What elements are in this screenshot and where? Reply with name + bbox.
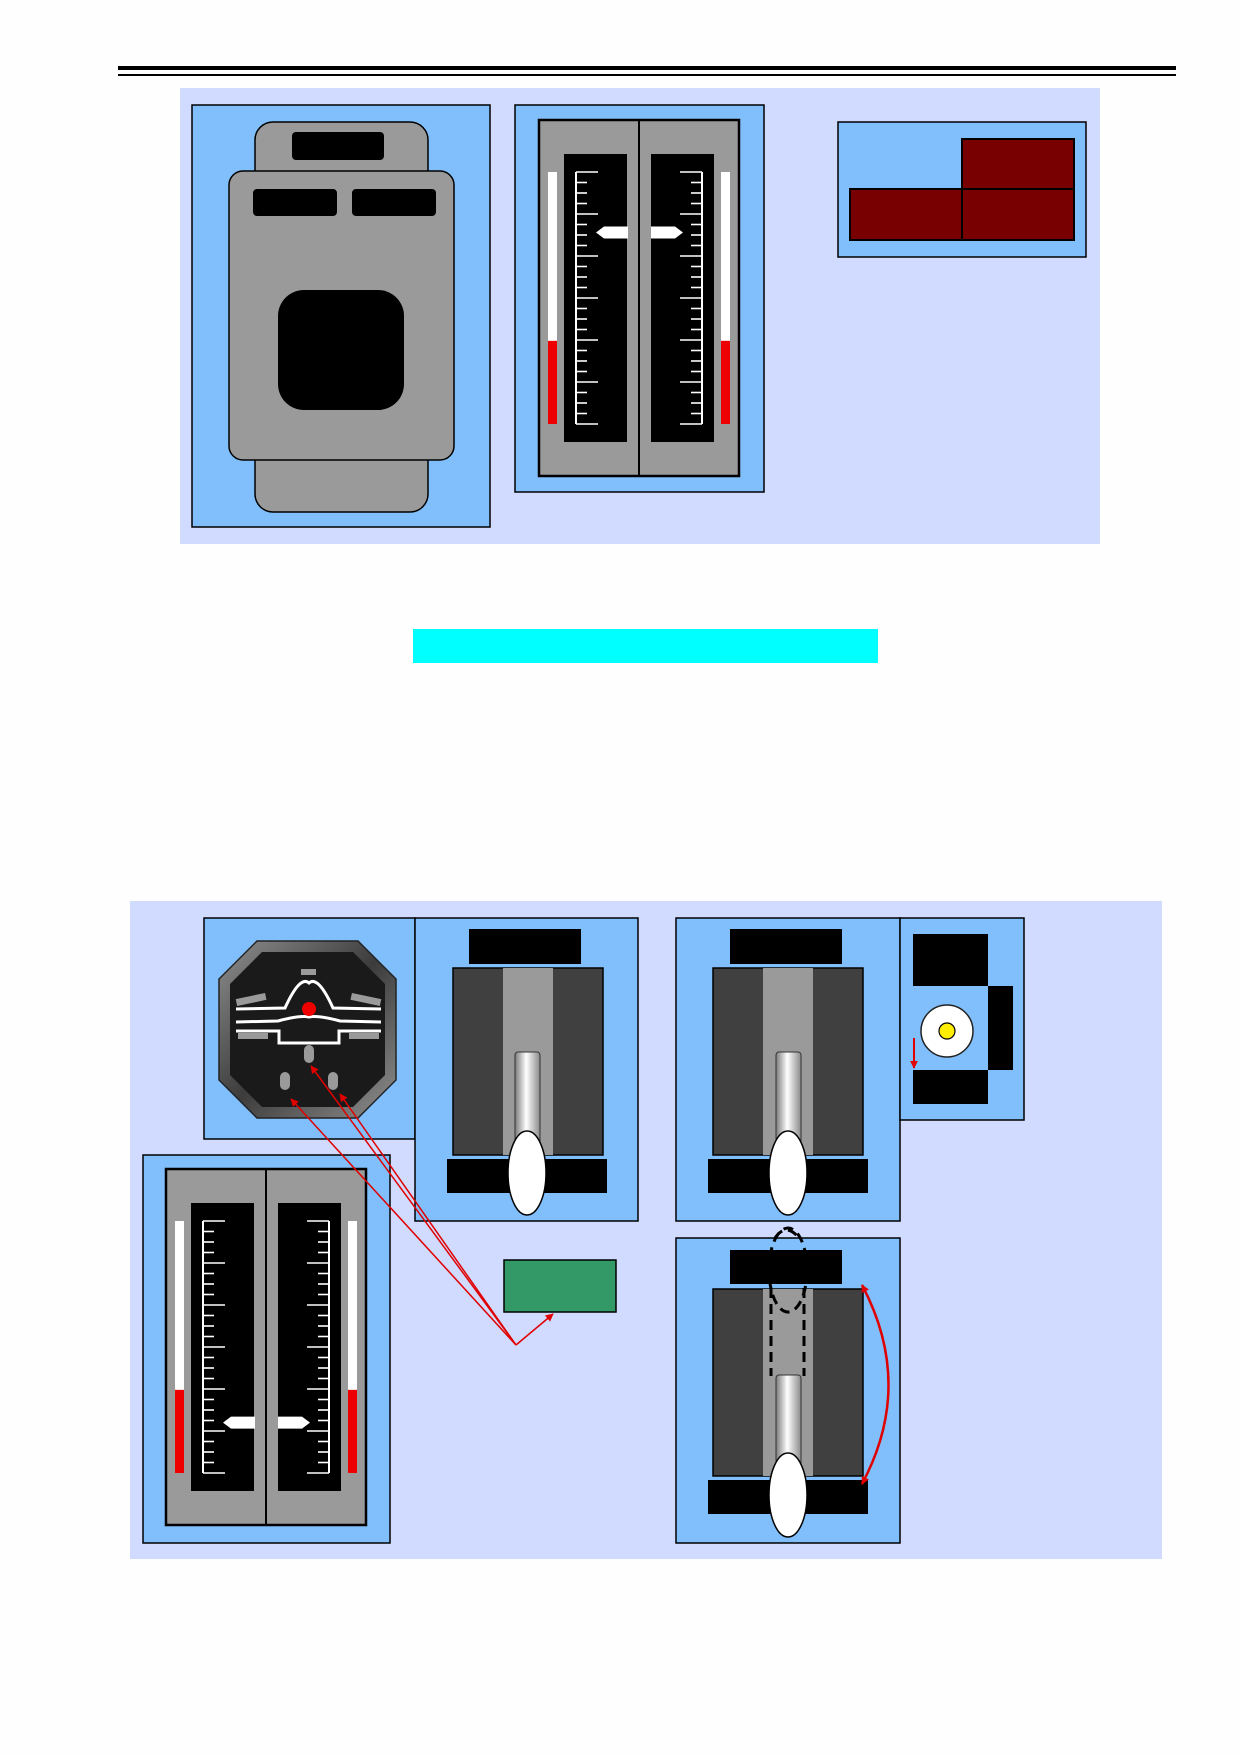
callout-box: [503, 1259, 617, 1313]
gauge-bar-right: [721, 172, 730, 424]
indicator-light-module: [899, 917, 1025, 1121]
dual-gauge-module-top: [514, 104, 765, 493]
switch-label-plate: [253, 189, 337, 216]
dual-gauge-top: [537, 118, 741, 478]
switch-label-plate: [292, 132, 384, 160]
throttle-module-3: [675, 1226, 901, 1544]
movement-arc-arrow: [860, 1284, 890, 1485]
gauge-bar-fill-left: [548, 340, 557, 424]
title-bar: [413, 629, 878, 663]
annunciator-light: [961, 188, 1075, 241]
aircraft-attitude-indicator-icon: [235, 969, 382, 1090]
dual-gauge-bottom: [164, 1167, 368, 1527]
throttle-label-plate: [730, 929, 842, 964]
throttle-knob[interactable]: [768, 1130, 808, 1216]
switch-label-plate: [352, 189, 436, 216]
gauge-pointer-right: [651, 226, 683, 239]
annunciator-light: [849, 188, 963, 241]
light-housing: [988, 986, 1013, 1070]
switch-module: [191, 104, 491, 528]
throttle-module-1: [414, 917, 639, 1222]
dual-gauge-module-bottom: [142, 1154, 391, 1544]
attitude-center-dot: [302, 1002, 316, 1016]
throttle-ghost-knob: [767, 1226, 809, 1314]
throttle-label-plate: [730, 1250, 842, 1284]
annunciator-light: [961, 138, 1075, 190]
gauge-bar-fill-right: [348, 1389, 357, 1473]
header-rule: [118, 66, 1176, 76]
gauge-pointer-left: [223, 1416, 255, 1429]
gauge-bar-left: [548, 172, 557, 424]
throttle-knob[interactable]: [768, 1452, 808, 1538]
light-housing: [913, 934, 988, 986]
attitude-indicator-module: [203, 917, 416, 1140]
light-housing: [913, 1070, 988, 1104]
switch-button[interactable]: [278, 290, 404, 410]
attitude-switch[interactable]: [304, 1045, 314, 1063]
attitude-face: [230, 952, 385, 1107]
annunciator-module: [837, 121, 1087, 258]
attitude-switch[interactable]: [328, 1072, 338, 1090]
indicator-light-lamp: [938, 1022, 956, 1040]
gauge-bar-right: [348, 1221, 357, 1473]
throttle-module-2: [675, 917, 901, 1222]
gauge-bar-fill-right: [721, 340, 730, 424]
gauge-pointer-left: [596, 226, 628, 239]
attitude-switch[interactable]: [280, 1072, 290, 1090]
gauge-pointer-right: [278, 1416, 310, 1429]
throttle-knob[interactable]: [507, 1130, 547, 1216]
gauge-bar-left: [175, 1221, 184, 1473]
gauge-bar-fill-left: [175, 1389, 184, 1473]
throttle-label-plate: [469, 929, 581, 964]
callout-leader-lines: [290, 1065, 554, 1346]
